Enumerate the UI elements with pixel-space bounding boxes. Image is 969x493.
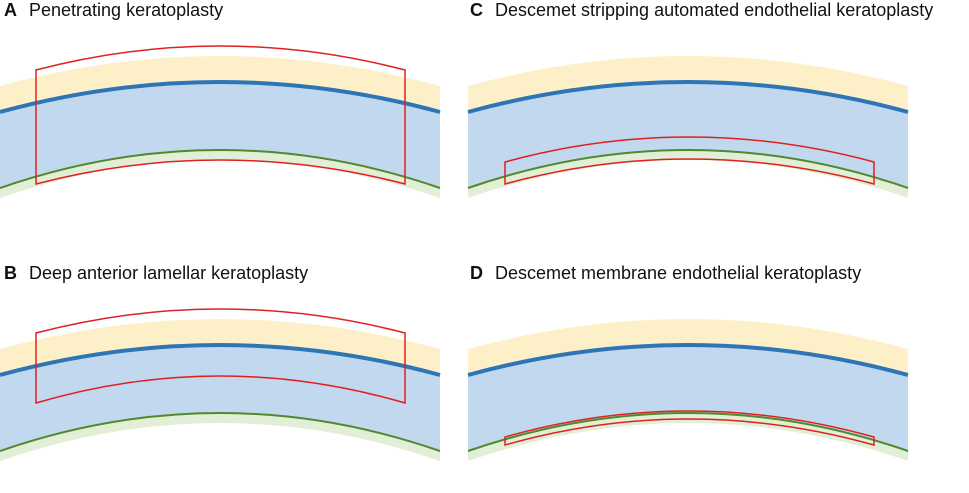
panel-a-diagram [0, 45, 441, 198]
panel-b-title-text: Deep anterior lamellar keratoplasty [29, 263, 309, 283]
cornea-epithelium-layer [0, 319, 440, 375]
graft-outline [35, 308, 406, 405]
cornea-endothelium-layer [0, 413, 440, 461]
panel-d-diagram [467, 319, 909, 461]
cornea-stroma-layer [0, 345, 440, 451]
panel-c-title-text: Descemet stripping automated endothelial… [495, 0, 934, 20]
cornea-endothelium-layer [468, 150, 908, 198]
cornea-epithelium-layer [0, 56, 440, 112]
bowman-layer-line [467, 343, 909, 377]
cornea-epithelium-layer [468, 319, 908, 375]
graft-outline [504, 136, 875, 185]
cornea-endothelium-layer [0, 150, 440, 198]
cornea-endothelium-layer [468, 413, 908, 461]
descemet-membrane-line [467, 149, 909, 189]
graft-outline [35, 45, 406, 185]
graft-outline [504, 410, 875, 446]
panel-a-letter: A [4, 0, 17, 20]
panel-b-title: B Deep anterior lamellar keratoplasty [4, 263, 308, 284]
bowman-layer-line [467, 80, 909, 114]
panel-d: D Descemet membrane endothelial keratopla… [466, 263, 946, 493]
panel-c: C Descemet stripping automated endothelia… [466, 0, 946, 230]
panel-a: A Penetrating keratoplasty [0, 0, 480, 230]
panel-c-title: C Descemet stripping automated endothelia… [470, 0, 933, 21]
panel-b-diagram [0, 308, 441, 461]
cornea-stroma-layer [468, 82, 908, 188]
panel-a-title: A Penetrating keratoplasty [4, 0, 223, 21]
panel-b: B Deep anterior lamellar keratoplasty [0, 263, 480, 493]
cornea-epithelium-layer [468, 56, 908, 112]
panel-c-letter: C [470, 0, 483, 20]
cornea-stroma-layer [0, 82, 440, 188]
panel-d-title-text: Descemet membrane endothelial keratoplas… [495, 263, 862, 283]
panel-b-letter: B [4, 263, 17, 283]
panel-c-diagram [467, 56, 909, 198]
panel-d-letter: D [470, 263, 483, 283]
descemet-membrane-line [0, 412, 441, 452]
descemet-membrane-line [467, 412, 909, 452]
descemet-membrane-line [0, 149, 441, 189]
bowman-layer-line [0, 80, 441, 114]
cornea-stroma-layer [468, 345, 908, 451]
panel-a-title-text: Penetrating keratoplasty [29, 0, 224, 20]
bowman-layer-line [0, 343, 441, 377]
panel-d-title: D Descemet membrane endothelial keratopla… [470, 263, 861, 284]
